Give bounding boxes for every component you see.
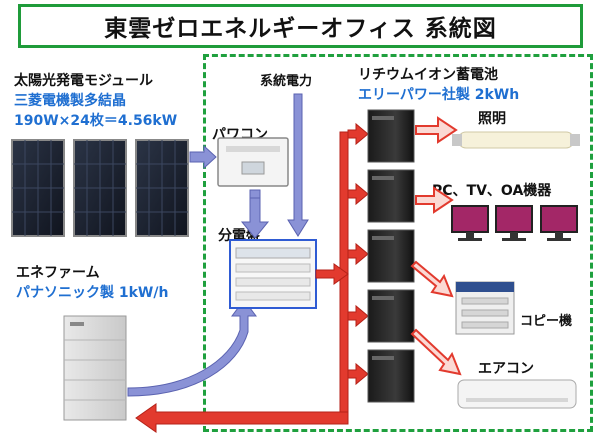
battery-stack [367,109,415,403]
distribution-board [229,239,317,309]
lighting-label: 照明 [478,111,506,127]
solar-panel-1 [11,139,65,237]
solar-maker: 三菱電機製多結晶 [14,93,126,109]
office-boundary [203,54,593,432]
enefarm-heading: エネファーム [16,265,100,281]
arrow-grid-power [287,93,309,237]
battery-unit-1 [367,109,415,163]
pc-monitors [451,205,578,241]
arrow-to-pc [415,186,454,214]
copier-label: コピー機 [520,314,573,329]
battery-unit-3 [367,229,415,283]
battery-unit-2 [367,169,415,223]
air-conditioner [457,379,577,409]
powercon-unit [217,137,289,187]
battery-unit-4 [367,289,415,343]
pc-label: PC、TV、OA機器 [432,183,552,199]
monitor-1 [451,205,489,241]
solar-panel-array [11,139,189,237]
solar-spec: 190W×24枚＝4.56kW [14,113,178,129]
solar-panel-2 [73,139,127,237]
enefarm-unit [63,315,127,421]
load-arrows [410,116,462,376]
aircon-label: エアコン [478,361,534,377]
arrow-enefarm-to-board [127,299,257,397]
arrow-to-copier [410,260,454,298]
grid-power-label: 系統電力 [260,74,313,89]
monitor-3 [540,205,578,241]
monitor-2 [495,205,533,241]
battery-maker: エリーパワー社製 2kWh [358,87,520,103]
lighting-fixture [452,131,580,149]
arrow-to-aircon [410,328,462,376]
diagram-title: 東雲ゼロエネルギーオフィス 系統図 [18,4,583,48]
enefarm-maker: パナソニック製 1kW/h [16,285,169,301]
arrow-return-left [135,403,349,433]
solar-panel-3 [135,139,189,237]
solar-heading: 太陽光発電モジュール [14,73,154,89]
blue-flow-arrows [127,93,309,397]
arrow-to-lighting [415,116,458,144]
arrow-board-to-bus [315,263,349,285]
arrow-solar-to-powercon [189,144,217,170]
battery-heading: リチウムイオン蓄電池 [358,67,498,83]
copier-machine [455,281,515,335]
battery-unit-5 [367,349,415,403]
red-flow-lines [135,122,369,433]
